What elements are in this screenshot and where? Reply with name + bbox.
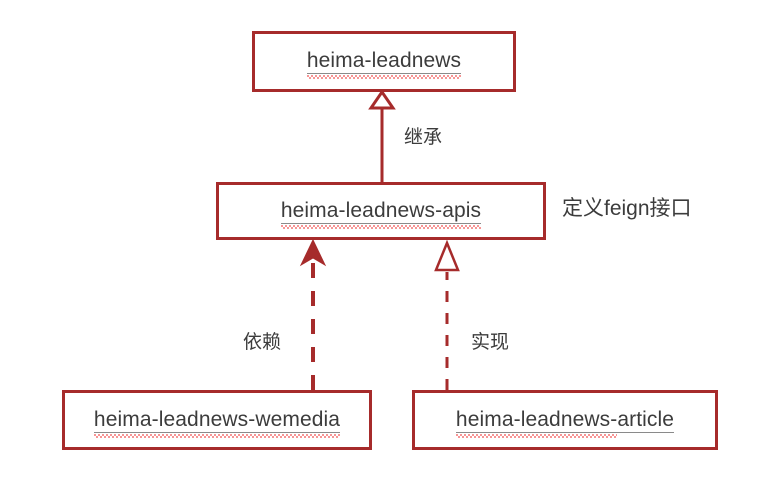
node-heima-leadnews-article[interactable]: heima-leadnews-article (412, 390, 718, 450)
node-label: heima-leadnews-wemedia (93, 407, 341, 433)
node-label: heima-leadnews-article (455, 407, 675, 433)
node-label-head: heima-leadnews-apis (280, 198, 482, 224)
annotation-feign-note: 定义feign接口 (562, 197, 692, 220)
node-label-tail: article (617, 407, 675, 433)
edge-label-realization: 实现 (471, 332, 510, 353)
node-label: heima-leadnews (306, 49, 462, 75)
node-label: heima-leadnews-apis (280, 198, 482, 224)
node-label-head: heima-leadnews-wemedia (93, 407, 341, 433)
inheritance-hollow-triangle-arrowhead (368, 89, 396, 110)
edge-realization (434, 239, 460, 390)
node-heima-leadnews[interactable]: heima-leadnews (252, 31, 516, 92)
node-label-head: heima-leadnews (306, 49, 462, 75)
node-heima-leadnews-apis[interactable]: heima-leadnews-apis (216, 182, 546, 240)
edge-label-inheritance: 继承 (404, 127, 443, 148)
edge-label-dependency: 依赖 (243, 332, 282, 353)
realization-hollow-triangle-arrowhead (434, 239, 460, 272)
node-heima-leadnews-wemedia[interactable]: heima-leadnews-wemedia (62, 390, 372, 450)
node-label-head: heima-leadnews- (455, 407, 618, 433)
edge-inheritance (368, 89, 396, 182)
dependency-solid-arrowhead (299, 238, 327, 267)
edge-dependency (299, 238, 327, 390)
